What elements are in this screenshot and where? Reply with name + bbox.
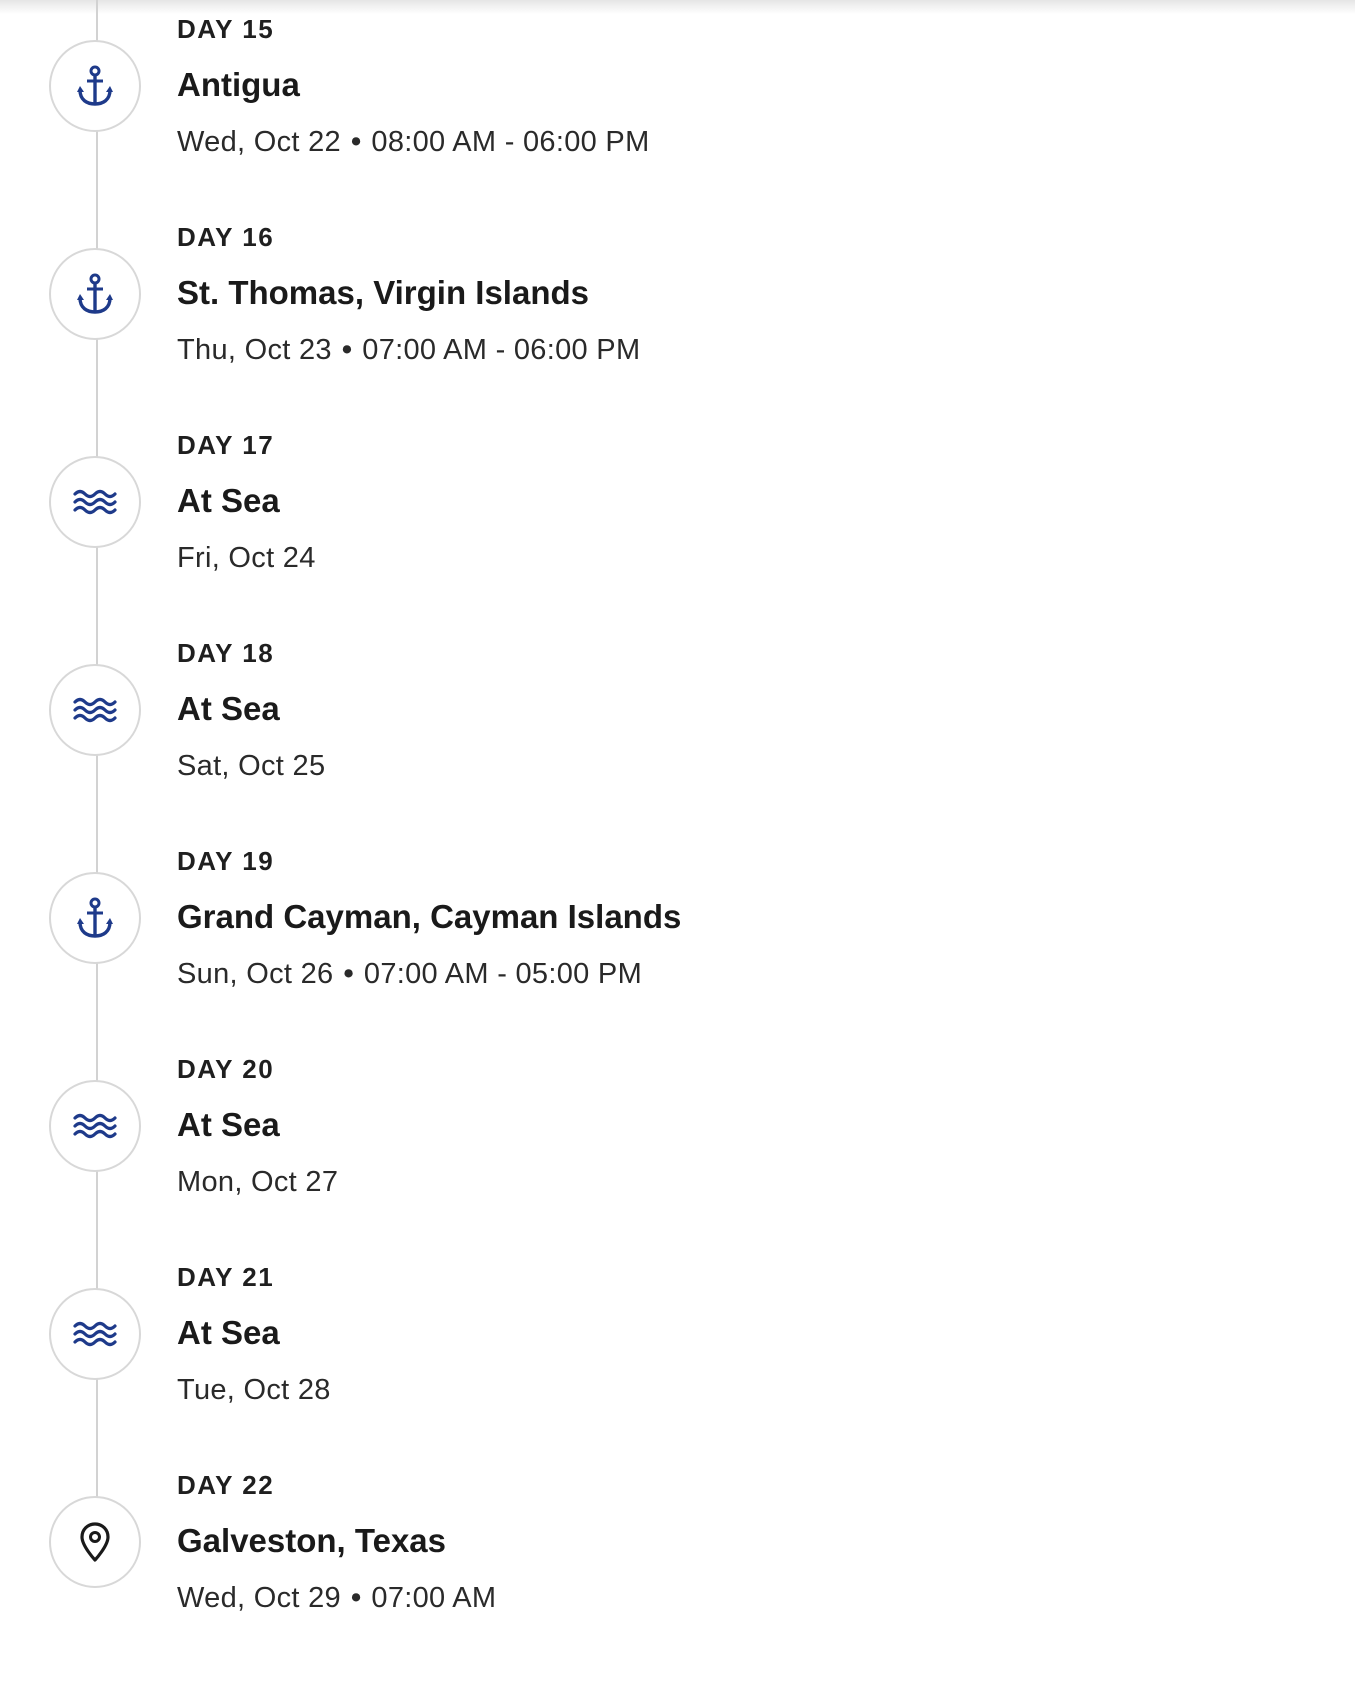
itinerary-stop: DAY 15 Antigua Wed, Oct 22 • 08:00 AM - 06… [0, 0, 1355, 208]
stop-date: Thu, Oct 23 [177, 334, 332, 366]
stop-schedule: Thu, Oct 23 • 07:00 AM - 06:00 PM [177, 334, 640, 367]
stop-date: Tue, Oct 28 [177, 1374, 331, 1406]
stop-schedule: Fri, Oct 24 [177, 542, 316, 575]
itinerary-stop: DAY 17 At Sea Fri, Oct 24 [0, 416, 1355, 624]
header-shadow [0, 0, 1355, 14]
stop-date: Sun, Oct 26 [177, 958, 334, 990]
stop-date: Wed, Oct 29 [177, 1582, 341, 1614]
stop-time: 07:00 AM [371, 1582, 497, 1614]
location-pin-icon [80, 1522, 110, 1562]
stop-icon-badge [49, 664, 141, 756]
stop-icon-badge [49, 40, 141, 132]
stop-date: Sat, Oct 25 [177, 750, 326, 782]
itinerary-stop: DAY 19 Grand Cayman, Cayman Islands Sun,… [0, 832, 1355, 1040]
itinerary-stop: DAY 16 St. Thomas, Virgin Islands Thu, O… [0, 208, 1355, 416]
waves-icon [73, 1321, 117, 1347]
port-name: Grand Cayman, Cayman Islands [177, 898, 682, 935]
day-label: DAY 15 [177, 14, 275, 44]
anchor-icon [77, 896, 113, 940]
port-name: At Sea [177, 1106, 280, 1143]
stop-schedule: Mon, Oct 27 [177, 1166, 338, 1199]
port-name: At Sea [177, 1314, 280, 1351]
anchor-icon [77, 272, 113, 316]
stop-icon-badge [49, 456, 141, 548]
waves-icon [73, 489, 117, 515]
stop-time: 08:00 AM - 06:00 PM [371, 126, 650, 158]
stop-icon-badge [49, 872, 141, 964]
itinerary-stop: DAY 21 At Sea Tue, Oct 28 [0, 1248, 1355, 1456]
separator-dot: • [341, 334, 353, 366]
day-label: DAY 20 [177, 1054, 275, 1084]
anchor-icon [77, 64, 113, 108]
stop-schedule: Wed, Oct 29 • 07:00 AM [177, 1582, 496, 1615]
waves-icon [73, 1113, 117, 1139]
timeline-connector [96, 0, 98, 1548]
itinerary-stop: DAY 18 At Sea Sat, Oct 25 [0, 624, 1355, 832]
port-name: At Sea [177, 482, 280, 519]
day-label: DAY 21 [177, 1262, 275, 1292]
port-name: St. Thomas, Virgin Islands [177, 274, 589, 311]
port-name: Galveston, Texas [177, 1522, 447, 1559]
separator-dot: • [350, 126, 362, 158]
itinerary-stop: DAY 20 At Sea Mon, Oct 27 [0, 1040, 1355, 1248]
stop-icon-badge [49, 1288, 141, 1380]
day-label: DAY 18 [177, 638, 275, 668]
stop-date: Mon, Oct 27 [177, 1166, 339, 1198]
day-label: DAY 22 [177, 1470, 275, 1500]
stop-date: Fri, Oct 24 [177, 542, 316, 574]
itinerary-stop: DAY 22 Galveston, Texas Wed, Oct 29 • 07:0… [0, 1456, 1355, 1664]
waves-icon [73, 697, 117, 723]
stop-schedule: Wed, Oct 22 • 08:00 AM - 06:00 PM [177, 126, 650, 159]
stop-icon-badge [49, 248, 141, 340]
stop-schedule: Sat, Oct 25 [177, 750, 325, 783]
stop-time: 07:00 AM - 05:00 PM [363, 958, 643, 990]
day-label: DAY 16 [177, 222, 275, 252]
port-name: Antigua [177, 66, 300, 103]
day-label: DAY 17 [177, 430, 275, 460]
stop-icon-badge [49, 1496, 141, 1588]
stop-time: 07:00 AM - 06:00 PM [362, 334, 641, 366]
stop-schedule: Tue, Oct 28 [177, 1374, 331, 1407]
port-name: At Sea [177, 690, 280, 727]
stop-schedule: Sun, Oct 26 • 07:00 AM - 05:00 PM [177, 958, 642, 991]
separator-dot: • [343, 958, 354, 990]
stop-icon-badge [49, 1080, 141, 1172]
separator-dot: • [350, 1582, 362, 1614]
stop-date: Wed, Oct 22 [177, 126, 341, 158]
day-label: DAY 19 [177, 846, 275, 876]
